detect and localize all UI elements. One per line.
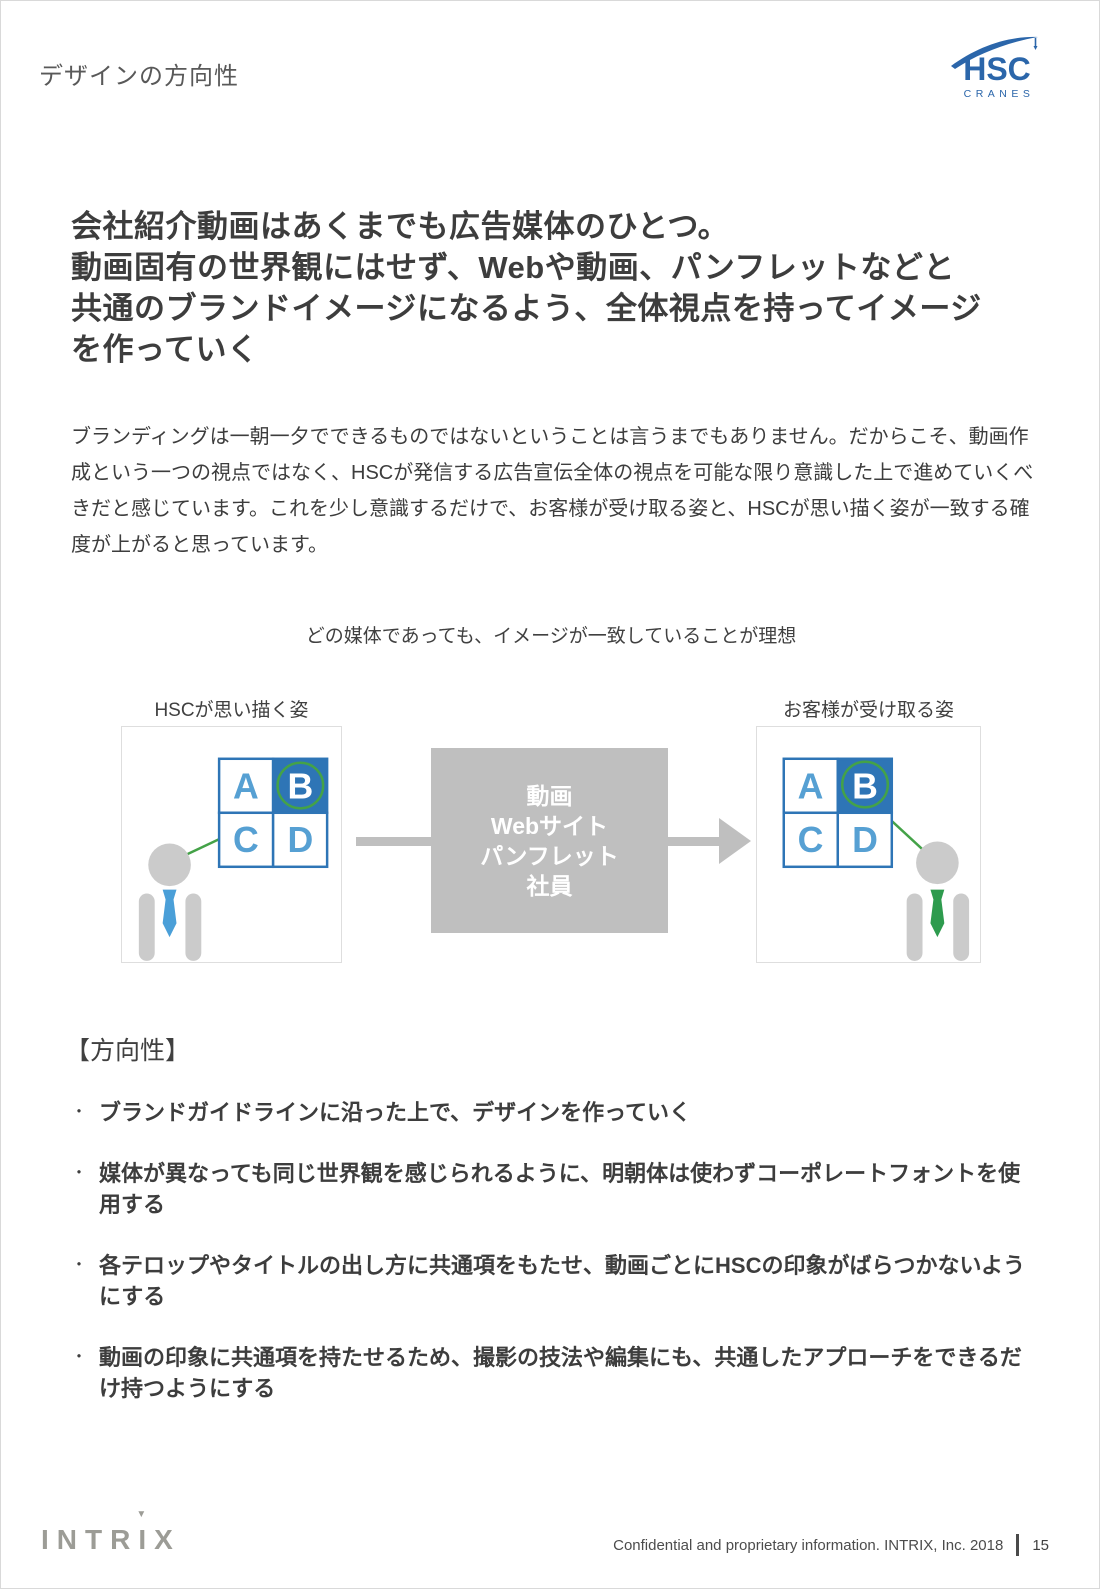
intrix-logo-i: ▼I	[136, 1509, 155, 1556]
page-number: 15	[1032, 1536, 1049, 1554]
hsc-image-graphic: A B C D	[138, 757, 329, 961]
media-box-line: 動画	[526, 782, 573, 809]
person-tie	[930, 889, 945, 938]
grid-letter-a: A	[233, 766, 259, 806]
bullet-item: ・ 各テロップやタイトルの出し方に共通項をもたせ、動画ごとにHSCの印象がばらつ…	[71, 1250, 1031, 1312]
bullet-text: 各テロップやタイトルの出し方に共通項をもたせ、動画ごとにHSCの印象がばらつかな…	[99, 1253, 1026, 1309]
arrow-head-icon	[719, 818, 751, 864]
direction-bullet-list: ・ ブランドガイドラインに沿った上で、デザインを作っていく ・ 媒体が異なっても…	[71, 1097, 1031, 1434]
bullet-marker: ・	[71, 1349, 88, 1366]
highlight-circle	[276, 761, 325, 810]
arrow-shaft-right	[666, 837, 720, 846]
customer-image-panel: A B C D	[756, 726, 981, 963]
person-icon	[138, 843, 202, 961]
main-title: 会社紹介動画はあくまでも広告媒体のひとつ。 動画固有の世界観にはせず、Webや動…	[71, 208, 982, 367]
grid-cell-b	[271, 757, 329, 815]
grid-cell-d	[836, 811, 894, 869]
grid-letter-d: D	[287, 820, 313, 860]
customer-image-graphic: A B C D	[782, 757, 970, 961]
bullet-text: 媒体が異なっても同じ世界観を感じられるように、明朝体は使わずコーポレートフォント…	[99, 1161, 1021, 1217]
bullet-text: 動画の印象に共通項を持たせるため、撮影の技法や編集にも、共通したアプローチをでき…	[99, 1345, 1022, 1401]
lead-paragraph: ブランディングは一朝一夕でできるものではないということは言うまでもありません。だ…	[71, 426, 1034, 556]
person-head	[148, 843, 191, 887]
brand-image-diagram: HSCが思い描く姿 お客様が受け取る姿 A B C D	[1, 691, 1099, 976]
person-icon	[906, 841, 970, 961]
intrix-logo-part: X	[154, 1524, 181, 1555]
person-arm-left	[906, 893, 923, 961]
person-head	[916, 841, 959, 885]
hsc-image-panel: A B C D	[121, 726, 342, 963]
grid-letter-a: A	[798, 766, 824, 806]
person-arm-left	[138, 893, 155, 961]
triangle-mark-icon: ▼	[136, 1509, 147, 1520]
hsc-logo-text: HSC	[963, 51, 1031, 87]
bullet-marker: ・	[71, 1257, 88, 1274]
intrix-logo-part: I	[138, 1524, 155, 1555]
page-title: デザインの方向性	[39, 63, 239, 90]
bullet-item: ・ 媒体が異なっても同じ世界観を感じられるように、明朝体は使わずコーポレートフォ…	[71, 1158, 1031, 1220]
grid-cell-c	[782, 811, 840, 869]
grid-letter-c: C	[798, 820, 824, 860]
crane-boom-icon	[951, 36, 1038, 69]
footer-right: Confidential and proprietary information…	[613, 1534, 1049, 1556]
bullet-text: ブランドガイドラインに沿った上で、デザインを作っていく	[99, 1100, 692, 1125]
media-box-line: Webサイト	[490, 812, 609, 839]
intrix-logo: INTR▼IX	[41, 1509, 181, 1556]
grid-letter-b: B	[852, 766, 878, 806]
left-panel-label: HSCが思い描く姿	[154, 700, 309, 721]
person-arm-right	[185, 893, 202, 961]
media-box-line: パンフレット	[480, 842, 619, 869]
footer-divider	[1016, 1534, 1020, 1556]
bullet-item: ・ 動画の印象に共通項を持たせるため、撮影の技法や編集にも、共通したアプローチを…	[71, 1342, 1031, 1404]
media-box: 動画 Webサイト パンフレット 社員	[431, 748, 668, 933]
bullet-marker: ・	[71, 1165, 88, 1182]
direction-heading: 【方向性】	[65, 1037, 191, 1065]
grid-cell-b	[836, 757, 894, 815]
grid-cell-d	[271, 811, 329, 869]
quadrant-grid: A B C D	[782, 757, 894, 869]
hsc-logo-subtext: CRANES	[964, 88, 1035, 100]
hsc-cranes-logo: HSC CRANES	[951, 36, 1038, 100]
grid-letter-d: D	[852, 820, 878, 860]
right-panel-label: お客様が受け取る姿	[782, 700, 954, 721]
arrow-shaft-left	[356, 837, 434, 846]
grid-cell-a	[782, 757, 840, 815]
diagram-caption: どの媒体であっても、イメージが一致していることが理想	[305, 626, 797, 647]
grid-cell-c	[217, 811, 275, 869]
media-box-line: 社員	[526, 872, 573, 899]
confidentiality-note: Confidential and proprietary information…	[613, 1536, 1004, 1554]
grid-cell-a	[217, 757, 275, 815]
footer: INTR▼IX Confidential and proprietary inf…	[1, 1508, 1099, 1588]
grid-letter-c: C	[233, 820, 259, 860]
highlight-circle	[840, 760, 890, 809]
quadrant-grid: A B C D	[217, 757, 329, 869]
person-tie	[162, 889, 177, 938]
bullet-item: ・ ブランドガイドラインに沿った上で、デザインを作っていく	[71, 1097, 1031, 1128]
intrix-logo-part: INTR	[41, 1524, 139, 1555]
bullet-marker: ・	[71, 1104, 88, 1121]
person-arm-right	[953, 893, 970, 961]
grid-letter-b: B	[287, 766, 313, 806]
